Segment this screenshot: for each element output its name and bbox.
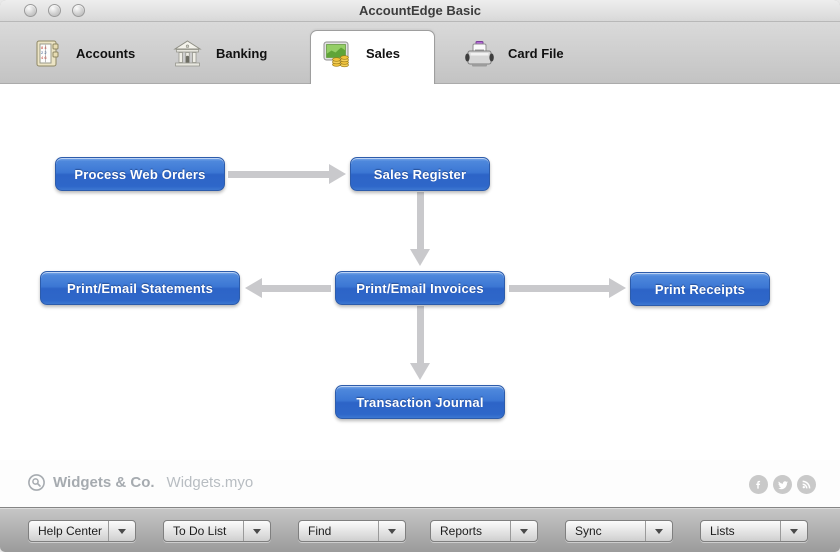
arrow-orders-to-register-head (329, 164, 346, 184)
facebook-icon[interactable] (749, 475, 768, 494)
tab-bar: 8 4 2 2 4 6 Accounts Banking (0, 22, 840, 85)
arrow-invoices-to-journal-head (410, 363, 430, 380)
to-do-list-dropdown[interactable] (243, 521, 270, 541)
arrow-invoices-to-statements (261, 284, 331, 292)
tab-sales[interactable]: Sales (322, 22, 400, 84)
help-center-button[interactable]: Help Center (28, 520, 136, 542)
flow-node-print-email-invoices[interactable]: Print/Email Invoices (335, 271, 505, 305)
svg-text:4 6: 4 6 (41, 55, 47, 60)
flow-node-sales-register[interactable]: Sales Register (350, 157, 490, 191)
company-name: Widgets & Co. (53, 474, 155, 491)
chevron-down-icon (790, 528, 798, 534)
arrow-invoices-to-statements-head (245, 278, 262, 298)
lists-button[interactable]: Lists (700, 520, 808, 542)
chevron-down-icon (118, 528, 126, 534)
rss-icon[interactable] (797, 475, 816, 494)
arrow-register-to-invoices (416, 192, 424, 250)
twitter-icon[interactable] (773, 475, 792, 494)
flow-node-process-web-orders[interactable]: Process Web Orders (55, 157, 225, 191)
sync-dropdown[interactable] (645, 521, 672, 541)
help-center-label: Help Center (38, 524, 103, 538)
chevron-down-icon (253, 528, 261, 534)
reports-dropdown[interactable] (510, 521, 537, 541)
arrow-invoices-to-journal (416, 306, 424, 364)
arrow-register-to-invoices-head (410, 249, 430, 266)
flow-node-print-receipts[interactable]: Print Receipts (630, 272, 770, 306)
minimize-button[interactable] (48, 4, 61, 17)
help-center-dropdown[interactable] (108, 521, 135, 541)
bottom-toolbar: Help Center To Do List Find Reports Sync… (0, 507, 840, 552)
flow-node-print-email-statements[interactable]: Print/Email Statements (40, 271, 240, 305)
zoom-button[interactable] (72, 4, 85, 17)
arrow-invoices-to-receipts-head (609, 278, 626, 298)
tab-accounts-label: Accounts (76, 45, 136, 61)
tab-card-file[interactable]: Card File (464, 22, 564, 84)
find-label: Find (308, 524, 332, 538)
find-dropdown[interactable] (378, 521, 405, 541)
sales-chart-coins-icon (323, 41, 349, 67)
arrow-invoices-to-receipts (509, 284, 610, 292)
flow-node-transaction-journal[interactable]: Transaction Journal (335, 385, 505, 419)
reports-label: Reports (440, 524, 483, 538)
tab-accounts[interactable]: 8 4 2 2 4 6 Accounts (32, 22, 135, 84)
rolodex-icon (465, 40, 494, 66)
lists-label: Lists (710, 524, 735, 538)
accounts-ledger-icon: 8 4 2 2 4 6 (36, 40, 59, 66)
title-bar: AccountEdge Basic (0, 0, 840, 22)
arrow-orders-to-register (228, 170, 330, 178)
tab-banking[interactable]: Banking (172, 22, 267, 84)
svg-text:2 2: 2 2 (41, 50, 47, 55)
file-name: Widgets.myo (166, 474, 254, 491)
tab-sales-label: Sales (366, 45, 400, 61)
window-title: AccountEdge Basic (358, 3, 482, 18)
bank-building-icon (173, 39, 202, 66)
sales-flowchart: Process Web Orders Sales Register Print/… (0, 84, 840, 460)
lists-dropdown[interactable] (780, 521, 807, 541)
chevron-down-icon (655, 528, 663, 534)
close-button[interactable] (24, 4, 37, 17)
company-search-icon (28, 474, 45, 491)
find-button[interactable]: Find (298, 520, 406, 542)
sync-button[interactable]: Sync (565, 520, 673, 542)
to-do-list-button[interactable]: To Do List (163, 520, 271, 542)
reports-button[interactable]: Reports (430, 520, 538, 542)
chevron-down-icon (388, 528, 396, 534)
chevron-down-icon (520, 528, 528, 534)
to-do-list-label: To Do List (173, 524, 227, 538)
footer-bar: Widgets & Co. Widgets.myo (0, 460, 840, 507)
tab-card-file-label: Card File (508, 45, 564, 61)
sync-label: Sync (575, 524, 602, 538)
svg-text:8 4: 8 4 (41, 45, 47, 50)
tab-banking-label: Banking (216, 45, 268, 61)
